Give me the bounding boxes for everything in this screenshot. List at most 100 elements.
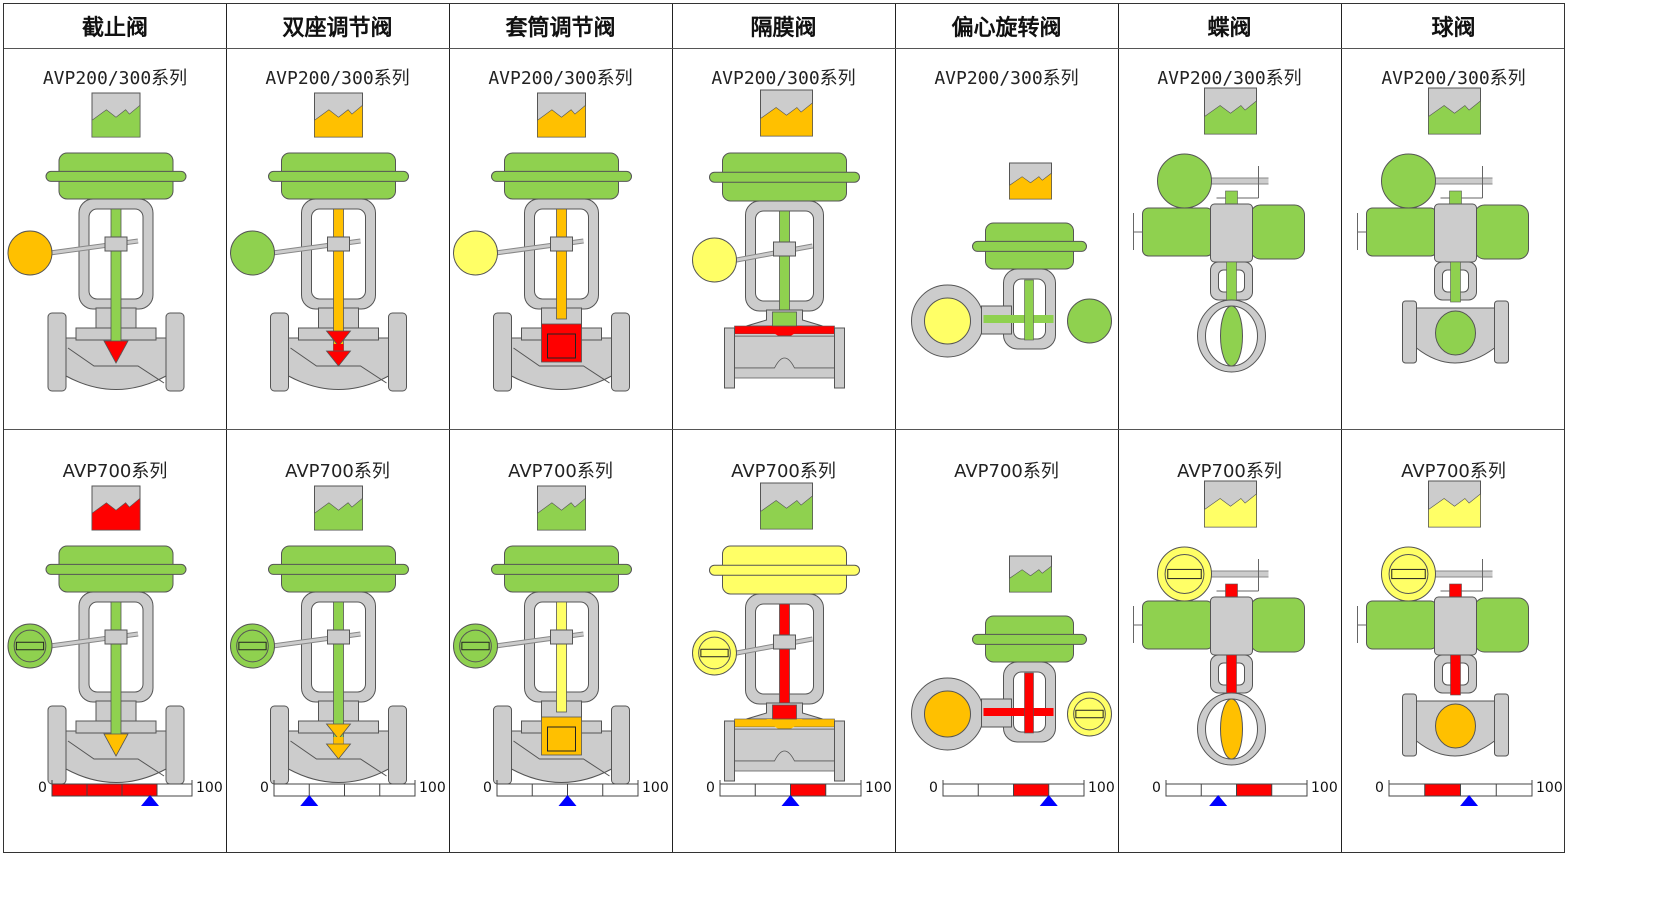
gauge-marker	[300, 795, 319, 806]
flange-right	[388, 312, 407, 392]
series-label: AVP700系列	[954, 461, 1059, 482]
series-label: AVP200/300系列	[711, 68, 856, 89]
valve-cell-globe[interactable]: AVP200/300系列	[4, 48, 226, 429]
ball-plug	[1435, 310, 1476, 356]
flange-right	[165, 705, 185, 785]
actuator-left	[1366, 600, 1437, 650]
series-label: AVP700系列	[508, 461, 613, 482]
gauge-max-label: 100	[1536, 780, 1563, 796]
valve-cell-double-seat[interactable]: AVP200/300系列	[226, 48, 449, 429]
stem-clamp	[327, 629, 350, 645]
flange-right	[611, 312, 630, 392]
flange-left	[493, 705, 512, 785]
column-header-globe: 截止阀	[81, 16, 148, 41]
valve-stem	[110, 601, 122, 748]
column-header-ball: 球阀	[1431, 16, 1476, 41]
column-header-double-seat: 双座调节阀	[282, 16, 393, 41]
trend-fill	[1428, 100, 1481, 135]
valve-cell-diaphragm[interactable]: AVP200/300系列	[672, 48, 895, 429]
positioner-icon	[692, 237, 737, 283]
flange-right	[834, 720, 845, 782]
valve-cell-butterfly[interactable]: AVP200/300系列	[1118, 48, 1341, 429]
stem-clamp	[104, 629, 128, 645]
gauge-marker	[1209, 795, 1228, 806]
gauge-fill	[1236, 784, 1272, 796]
series-label: AVP200/300系列	[265, 68, 410, 89]
series-label: AVP700系列	[62, 461, 168, 482]
valve-body	[511, 337, 612, 390]
valve-plug-lower	[325, 350, 352, 367]
gauge-min-label: 0	[929, 780, 938, 796]
butterfly-disc	[1220, 305, 1243, 367]
column-header-cage: 套筒调节阀	[505, 16, 616, 41]
flange-right	[1494, 300, 1509, 364]
stem-clamp	[104, 236, 128, 252]
valve-schematic	[911, 162, 1112, 358]
positioner-dial	[1388, 554, 1429, 594]
valve-stem	[779, 210, 790, 312]
positioner-dial	[698, 636, 731, 670]
actuator-flange	[45, 563, 187, 575]
flange-left	[47, 312, 67, 392]
gauge-max-label: 100	[865, 780, 892, 796]
gauge-min-label: 0	[1152, 780, 1161, 796]
valve-schematic	[1357, 480, 1533, 806]
series-label: AVP700系列	[1177, 461, 1282, 482]
column-divider	[1118, 4, 1119, 852]
actuator-left	[1366, 207, 1437, 257]
diaphragm-bulge	[766, 326, 803, 337]
valve-stem	[1226, 261, 1237, 303]
column-header-butterfly: 蝶阀	[1207, 16, 1252, 41]
valve-plug-link	[333, 737, 344, 745]
ball-plug	[1435, 703, 1476, 749]
stem-clamp	[773, 241, 796, 257]
flange-left	[493, 312, 512, 392]
positioner-icon	[1067, 298, 1112, 344]
actuator-right	[1250, 204, 1305, 260]
actuator-right	[1474, 597, 1529, 653]
valve-schematic	[692, 89, 860, 389]
valve-schematic	[1133, 480, 1308, 806]
actuator-housing	[1434, 596, 1477, 656]
valve-cell-cage[interactable]: AVP200/300系列	[449, 48, 672, 429]
trend-fill	[760, 495, 813, 530]
trend-fill	[1009, 172, 1052, 200]
trend-fill	[91, 104, 141, 138]
positioner-dial	[1073, 697, 1106, 731]
actuator-flange	[45, 170, 187, 182]
valve-stem	[1024, 672, 1034, 734]
trend-fill	[1204, 493, 1257, 528]
flange-left	[1402, 693, 1417, 757]
positioner-icon	[7, 230, 53, 276]
gauge-max-label: 100	[419, 780, 446, 796]
actuator-flange	[972, 240, 1087, 252]
actuator-left	[1142, 600, 1213, 650]
flange-right	[1494, 693, 1509, 757]
valve-schematic	[1357, 87, 1529, 364]
positioner-slot	[238, 641, 267, 651]
valve-cell-eccentric-rotary[interactable]: AVP200/300系列	[895, 48, 1118, 429]
valve-stem	[1024, 279, 1034, 341]
series-label: AVP200/300系列	[42, 68, 188, 89]
valve-cell-ball[interactable]: AVP200/300系列	[1341, 48, 1566, 429]
series-label: AVP200/300系列	[488, 68, 633, 89]
trend-fill	[537, 497, 586, 531]
gauge-marker	[1039, 795, 1058, 806]
valve-stem	[779, 603, 790, 705]
gauge-marker	[141, 795, 159, 806]
positioner-icon	[453, 230, 498, 276]
shaft-horizontal	[983, 708, 1054, 716]
seat-line	[513, 740, 610, 777]
valve-schematic	[911, 555, 1112, 806]
trend-fill	[1428, 493, 1481, 528]
gauge-fill	[790, 784, 826, 796]
cage-plug	[547, 333, 576, 359]
